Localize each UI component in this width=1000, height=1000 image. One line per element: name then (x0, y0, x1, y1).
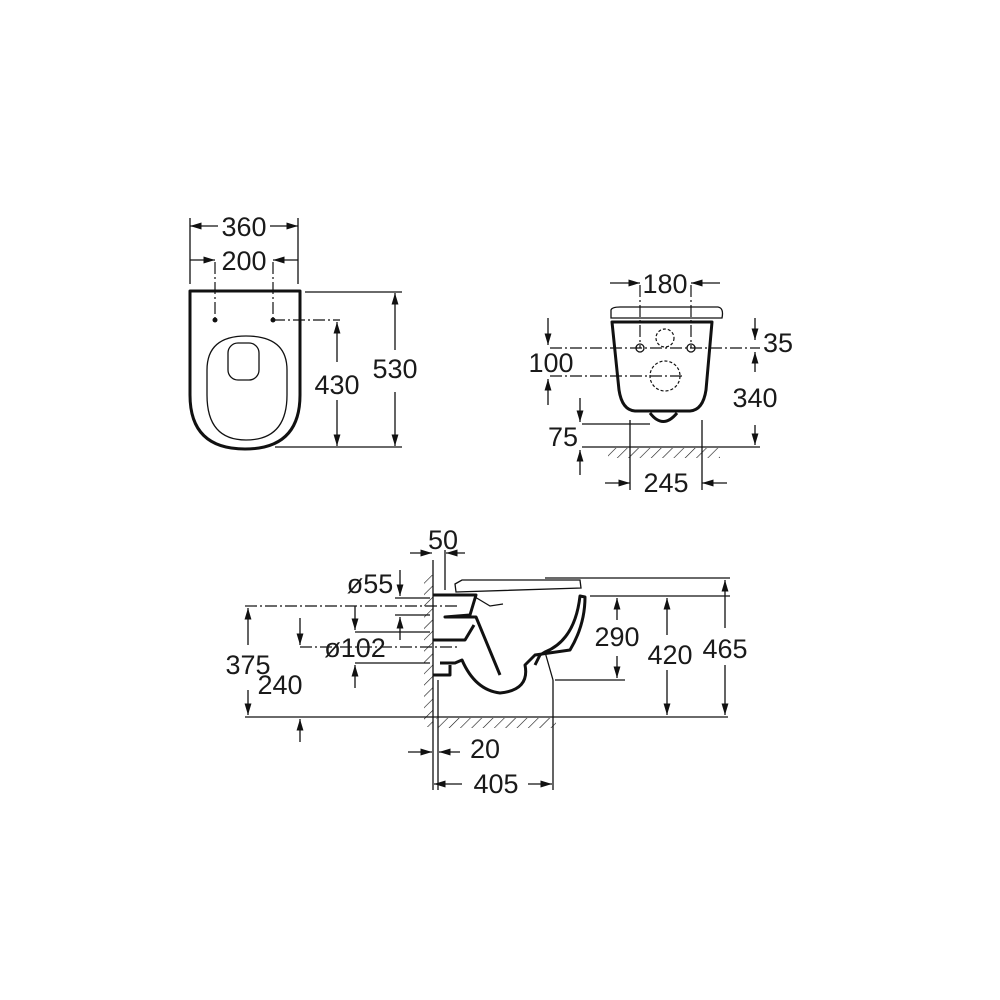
dim-240: 240 (257, 670, 302, 700)
dim-530: 530 (372, 354, 417, 384)
bowl-front-outline (610, 320, 714, 413)
dim-180: 180 (642, 269, 687, 299)
seat-lid (610, 306, 724, 319)
dim-100: 100 (528, 348, 573, 378)
dim-420: 420 (647, 640, 692, 670)
bowl-side-outline (433, 593, 587, 695)
dim-405: 405 (473, 769, 518, 799)
dim-465: 465 (702, 634, 747, 664)
fixing-hole (270, 317, 276, 323)
floor-hatch (436, 718, 556, 728)
dim-35: 35 (763, 328, 793, 358)
lid-hinge (227, 342, 260, 381)
bowl-outline (188, 289, 302, 451)
dim-290: 290 (594, 622, 639, 652)
dim-diameter-55: ø55 (347, 569, 394, 599)
dim-50: 50 (428, 525, 458, 555)
dim-diameter-102: ø102 (324, 633, 386, 663)
outlet-bump (648, 412, 679, 423)
dim-245: 245 (643, 468, 688, 498)
dim-340: 340 (732, 383, 777, 413)
dim-75: 75 (548, 422, 578, 452)
top-view: 360 200 530 430 (188, 212, 418, 451)
dim-200: 200 (221, 246, 266, 276)
dim-360: 360 (221, 212, 266, 242)
front-view: 180 35 100 340 75 245 (528, 269, 793, 498)
wall-hatch (424, 575, 433, 727)
floor-hatch (608, 448, 720, 458)
seat-lid-side (454, 579, 582, 593)
dim-430: 430 (314, 370, 359, 400)
dim-375: 375 (225, 650, 270, 680)
fixing-hole (212, 317, 218, 323)
seat-outline (206, 335, 288, 441)
side-view: 50 ø55 ø102 375 240 290 420 465 20 405 (225, 525, 747, 799)
dim-20: 20 (470, 734, 500, 764)
